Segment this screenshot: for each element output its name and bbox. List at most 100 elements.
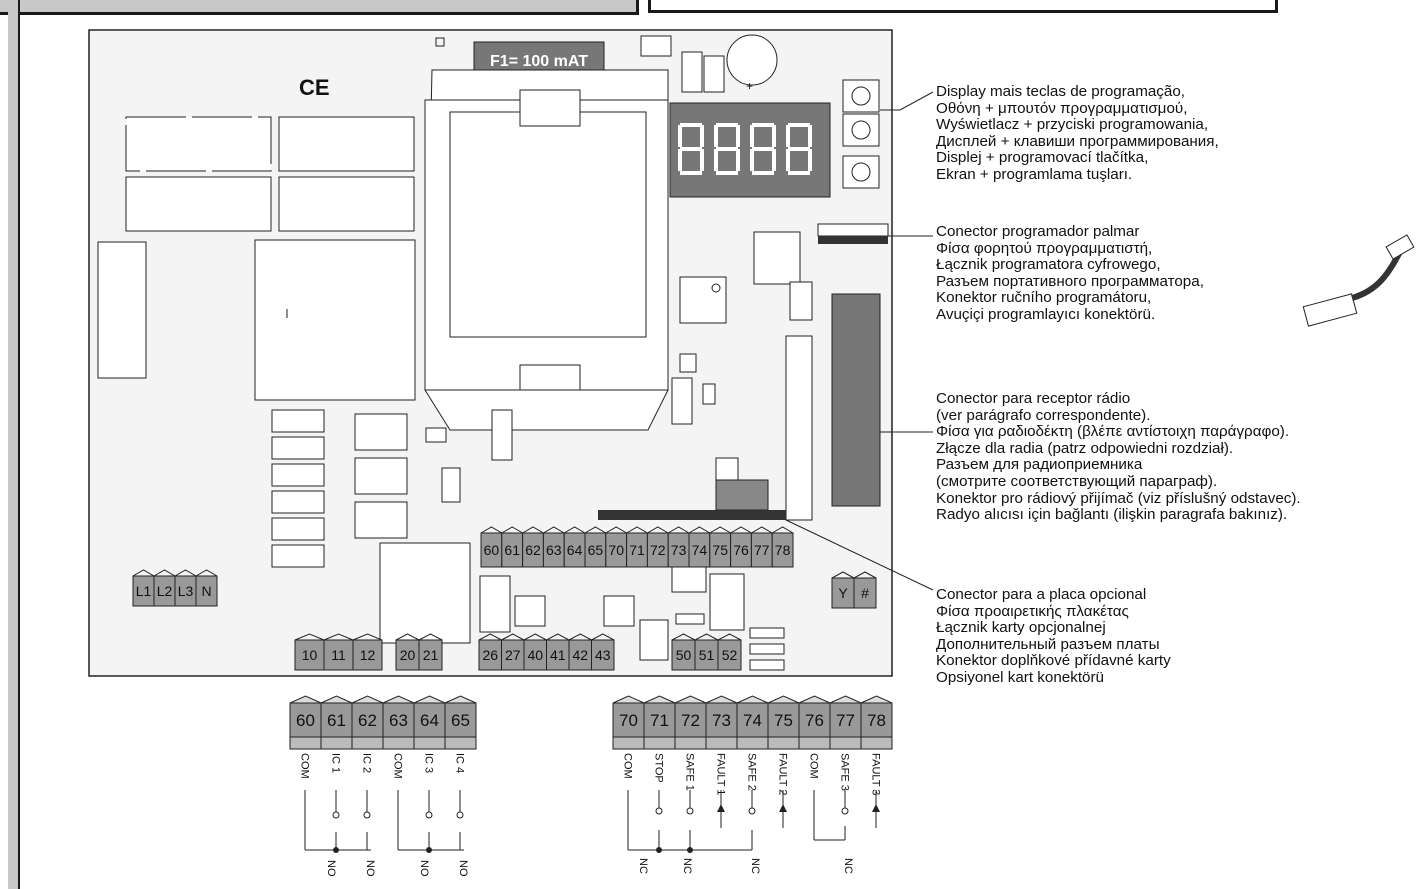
terminal <box>289 702 322 738</box>
terminal-label: 62 <box>358 711 377 730</box>
callout-option-card-line: Opsiyonel kart konektörü <box>936 668 1104 686</box>
signal-label: FAULT 3 <box>870 753 882 795</box>
terminal-label: 12 <box>360 647 376 663</box>
terminal-label: 75 <box>712 542 728 558</box>
terminal-label: 65 <box>588 542 604 558</box>
terminal-label: 73 <box>671 542 687 558</box>
signal-label: IC 3 <box>423 753 435 773</box>
contact-label: NO <box>418 860 430 877</box>
contact-label: NC <box>749 858 761 874</box>
terminal <box>717 639 742 671</box>
terminal-label: 70 <box>619 711 638 730</box>
callout-radio-line: (смотрите соответствующий параграф). <box>936 472 1218 490</box>
terminal-label: 71 <box>650 711 669 730</box>
terminal <box>860 702 893 738</box>
terminal-label: 61 <box>327 711 346 730</box>
terminal-label: 42 <box>572 647 588 663</box>
microcontroller <box>679 276 727 324</box>
terminal <box>736 702 769 738</box>
radio-connector <box>785 335 813 521</box>
callout-radio-line: (ver parágrafo correspondente). <box>936 406 1151 424</box>
callout-leaders <box>785 91 934 591</box>
contact-label: NC <box>681 858 693 874</box>
callout-radio-line: Conector para receptor rádio <box>936 390 1131 407</box>
terminal <box>418 639 443 671</box>
callout-option-card-line: Φίσα προαιρετικής πλακέτας <box>936 602 1129 620</box>
terminal-label: 74 <box>743 711 762 730</box>
option-card-connector <box>598 510 786 520</box>
signal-label: COM <box>622 753 634 779</box>
contact-label: NC <box>637 858 649 874</box>
signal-label: STOP <box>653 753 665 783</box>
terminal-label: 77 <box>754 542 770 558</box>
terminal-label: 40 <box>527 647 543 663</box>
contact-label: NO <box>364 860 376 877</box>
terminal-label: 74 <box>692 542 708 558</box>
terminal <box>643 702 676 738</box>
terminal-label: 64 <box>567 542 583 558</box>
callout-radio: Conector para receptor rádio (ver parágr… <box>936 390 1301 524</box>
terminal-label: 43 <box>595 647 611 663</box>
terminal <box>829 702 862 738</box>
signal-label: IC 2 <box>361 753 373 773</box>
signal-label: COM <box>299 753 311 779</box>
terminal <box>444 702 477 738</box>
programming-buttons <box>842 79 880 189</box>
callout-display-line: Οθόνη + μπουτόν προγραμματισμού, <box>936 99 1188 117</box>
terminal-label: 70 <box>608 542 624 558</box>
terminal-label: 72 <box>681 711 700 730</box>
callout-programmer-line: Разъем портативного программатора, <box>936 272 1204 290</box>
terminal-label: L1 <box>136 583 152 599</box>
handheld-programmer-cable <box>1302 234 1415 327</box>
terminal-label: 65 <box>451 711 470 730</box>
terminal-label: 78 <box>867 711 886 730</box>
terminal-label: # <box>861 585 869 601</box>
terminal <box>771 532 794 568</box>
terminal <box>352 639 383 671</box>
fuse-label: F1= 100 mAT <box>490 53 588 70</box>
callout-programmer: Conector programador palmar Φίσα φορητού… <box>936 223 1204 324</box>
terminal-label: 61 <box>504 542 520 558</box>
svg-text:+: + <box>746 79 753 93</box>
callout-radio-line: Konektor pro rádiový přijímač (viz přísl… <box>936 489 1301 507</box>
callout-display-line: Displej + programovací tlačítka, <box>936 149 1149 167</box>
terminal-label: 52 <box>722 647 738 663</box>
display-digits <box>678 123 812 175</box>
terminal-label: 63 <box>546 542 562 558</box>
signal-label: COM <box>392 753 404 779</box>
terminal-label: N <box>201 583 211 599</box>
callout-option-card-line: Дополнительный разъем платы <box>936 635 1160 653</box>
signal-label: SAFE 2 <box>746 753 758 791</box>
callout-radio-line: Φίσα για ραδιοδέκτη (βλέπε αντίστοιχη πα… <box>936 423 1290 441</box>
callout-option-card-line: Konektor doplňkové přídavné karty <box>936 652 1171 670</box>
terminal-label: 21 <box>423 647 439 663</box>
callout-programmer-line: Łącznik programatora cyfrowego, <box>936 256 1161 274</box>
terminal-label: 72 <box>650 542 666 558</box>
contact-label: NO <box>325 860 337 877</box>
transformer <box>254 239 416 401</box>
battery <box>726 34 778 86</box>
terminal-label: 50 <box>676 647 692 663</box>
terminal <box>195 575 218 607</box>
terminal-label: 27 <box>505 647 521 663</box>
callout-radio-line: Разъем для радиоприемника <box>936 456 1143 474</box>
signal-label: FAULT 2 <box>777 753 789 795</box>
page-side-bar <box>8 0 20 889</box>
callout-display-line: Display mais teclas de programação, <box>936 83 1186 100</box>
terminal-label: 26 <box>482 647 498 663</box>
ce-mark: CE <box>299 75 330 100</box>
terminal <box>591 639 615 671</box>
callout-programmer-line: Conector programador palmar <box>936 223 1140 240</box>
callout-display-line: Дисплей + клавиши программирования, <box>936 132 1219 150</box>
terminal-label: 63 <box>389 711 408 730</box>
callout-display: Display mais teclas de programação, Οθόν… <box>936 83 1219 184</box>
callout-programmer-line: Konektor ručního programátoru, <box>936 289 1152 307</box>
callout-programmer-line: Avuçiçi programlayıcı konektörü. <box>936 305 1156 323</box>
contact-label: NC <box>842 858 854 874</box>
